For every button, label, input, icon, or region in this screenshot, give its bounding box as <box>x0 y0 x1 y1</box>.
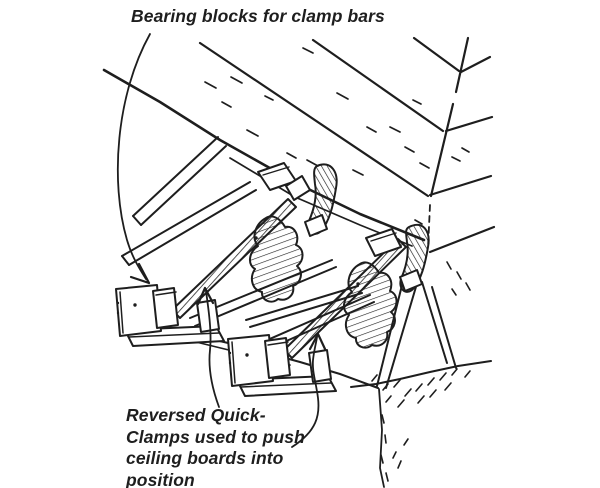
ridge-and-wall-lines <box>427 36 496 254</box>
ground-edge <box>350 360 492 388</box>
caption-bearing-blocks: Bearing blocks for clamp bars <box>131 6 385 26</box>
caption-reversed-clamps: Reversed Quick- Clamps used to push ceil… <box>126 405 305 488</box>
quick-clamp-1 <box>249 162 338 303</box>
diagonal-brace <box>421 281 457 369</box>
bearing-block-2 <box>227 334 337 397</box>
leader-arrowhead <box>129 262 151 285</box>
wall-corner-line <box>378 388 385 488</box>
quick-clamp-2 <box>343 223 430 349</box>
caption-line: position <box>126 469 195 488</box>
caption-line: Clamps used to push <box>126 426 305 447</box>
leader-line-clamp-2 <box>291 332 327 448</box>
leader-line-clamp-1 <box>196 286 220 408</box>
caption-line: ceiling boards into <box>126 448 284 468</box>
leader-arrowhead <box>308 332 327 351</box>
leader-arrowhead <box>196 286 215 306</box>
leader-line-bearing-blocks <box>116 33 151 285</box>
grain-ticks <box>204 47 470 225</box>
stipple-shading <box>371 261 471 482</box>
clamp-handle <box>249 215 304 303</box>
caption-line: Reversed Quick- <box>126 405 266 425</box>
bearing-block-1 <box>115 284 225 347</box>
ceiling-boards <box>198 36 461 198</box>
corner-post <box>376 276 419 389</box>
